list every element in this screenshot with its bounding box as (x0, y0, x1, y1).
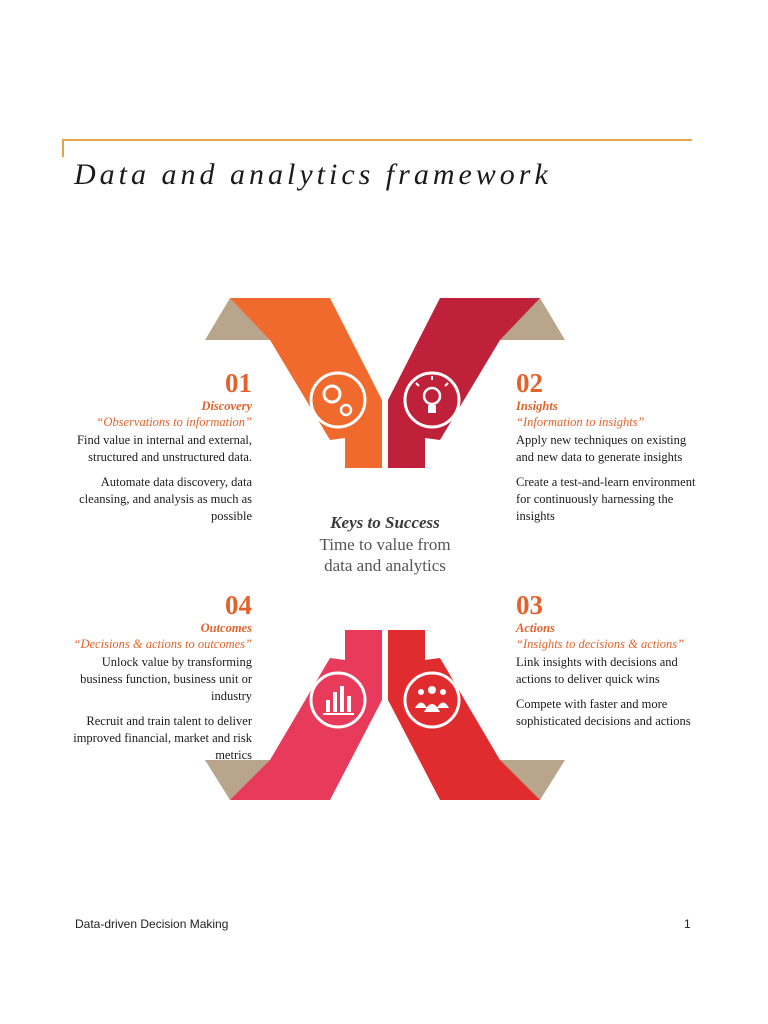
quadrant-insights: 02 Insights “Information to insights” Ap… (516, 368, 706, 533)
quadrant-stage: Discovery (201, 399, 252, 413)
quadrant-stage: Actions (516, 621, 555, 635)
quadrant-tagline: “Observations to information” (96, 415, 252, 429)
quadrant-outcomes: 04 Outcomes “Decisions & actions to outc… (64, 590, 252, 772)
center-line-1: Time to value from (319, 535, 451, 554)
quadrant-point: Apply new techniques on existing and new… (516, 433, 687, 464)
quadrant-point: Link insights with decisions and actions… (516, 655, 678, 686)
quadrant-number: 03 (516, 590, 543, 620)
quadrant-tagline: “Decisions & actions to outcomes” (73, 637, 252, 651)
quadrant-stage: Outcomes (200, 621, 252, 635)
quadrant-number: 04 (225, 590, 252, 620)
quadrant-discovery: 01 Discovery “Observations to informatio… (70, 368, 252, 533)
quadrant-number: 01 (225, 368, 252, 398)
center-line-2: data and analytics (324, 556, 446, 575)
footer-title: Data-driven Decision Making (75, 917, 229, 931)
quadrant-point: Find value in internal and external, str… (77, 433, 252, 464)
quadrant-number: 02 (516, 368, 543, 398)
header-rule (62, 139, 692, 141)
quadrant-point: Recruit and train talent to deliver impr… (73, 714, 252, 762)
quadrant-point: Compete with faster and more sophisticat… (516, 697, 691, 728)
quadrant-point: Create a test-and-learn environment for … (516, 475, 696, 523)
people-icon (403, 671, 461, 729)
keys-to-success: Keys to Success Time to value from data … (300, 512, 470, 576)
center-heading: Keys to Success (330, 513, 440, 532)
bar-chart-icon (309, 671, 367, 729)
quadrant-tagline: “Insights to decisions & actions” (516, 637, 685, 651)
page-number: 1 (684, 917, 691, 931)
gears-icon (309, 371, 367, 429)
quadrant-point: Unlock value by transforming business fu… (80, 655, 252, 703)
quadrant-point: Automate data discovery, data cleansing,… (79, 475, 252, 523)
header-rule-tick (62, 139, 64, 157)
page-title: Data and analytics framework (74, 158, 552, 191)
lightbulb-icon (403, 371, 461, 429)
quadrant-tagline: “Information to insights” (516, 415, 645, 429)
quadrant-stage: Insights (516, 399, 558, 413)
quadrant-actions: 03 Actions “Insights to decisions & acti… (516, 590, 712, 738)
